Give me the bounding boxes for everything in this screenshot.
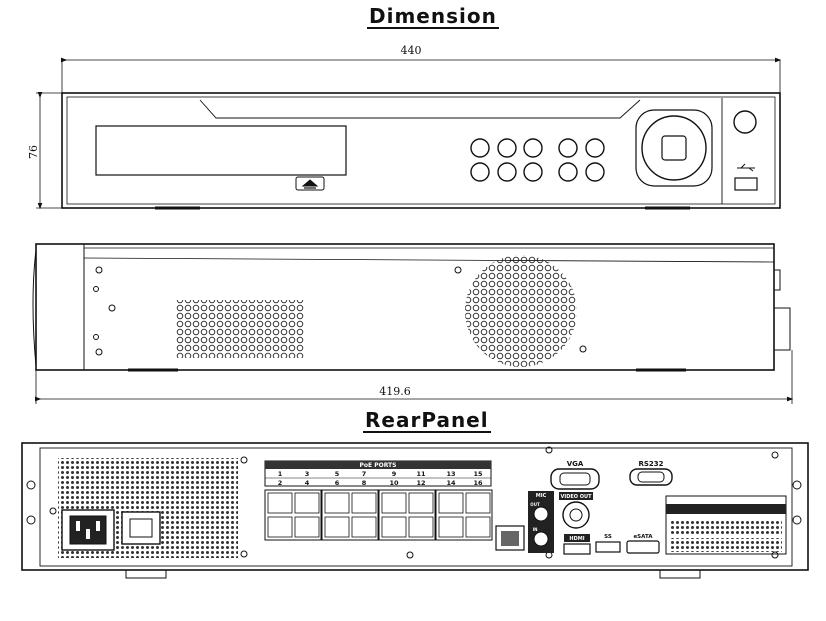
vga-label: VGA [567, 460, 584, 468]
poe-port-number: 6 [335, 479, 340, 487]
poe-port-number: 5 [335, 470, 340, 478]
side-view [32, 243, 794, 404]
poe-port-number: 2 [278, 479, 283, 487]
poe-port-number: 1 [278, 470, 283, 478]
esata-label: eSATA [633, 534, 653, 540]
width-dimension: 440 [401, 44, 422, 57]
video-out-label: VIDEO OUT [560, 494, 592, 500]
poe-port-number: 7 [362, 470, 367, 478]
mic-in-label: IN [533, 527, 538, 532]
rear-panel-title: RearPanel [363, 408, 491, 433]
height-dimension: 76 [27, 145, 40, 159]
poe-port-number: 4 [305, 479, 310, 487]
front-view [36, 57, 782, 210]
poe-port-number: 15 [473, 470, 483, 478]
dimension-title: Dimension [367, 4, 499, 29]
poe-port-number: 9 [392, 470, 397, 478]
poe-port-number: 12 [416, 479, 425, 487]
poe-port-number: 3 [305, 470, 310, 478]
hdmi-label: HDMI [569, 536, 584, 542]
poe-port-number: 11 [416, 470, 426, 478]
poe-ports-label: PoE PORTS [360, 462, 397, 469]
poe-port-number: 13 [446, 470, 455, 478]
poe-port-number: 10 [389, 479, 399, 487]
usb-label: SS [604, 534, 612, 540]
poe-port-number: 8 [362, 479, 367, 487]
rs232-label: RS232 [638, 460, 663, 468]
mic-out-label: OUT [530, 502, 540, 507]
poe-port-number: 14 [446, 479, 456, 487]
rear-panel [21, 442, 809, 579]
mic-label: MIC [536, 493, 547, 499]
poe-port-number: 16 [473, 479, 483, 487]
depth-dimension: 419.6 [379, 385, 411, 398]
